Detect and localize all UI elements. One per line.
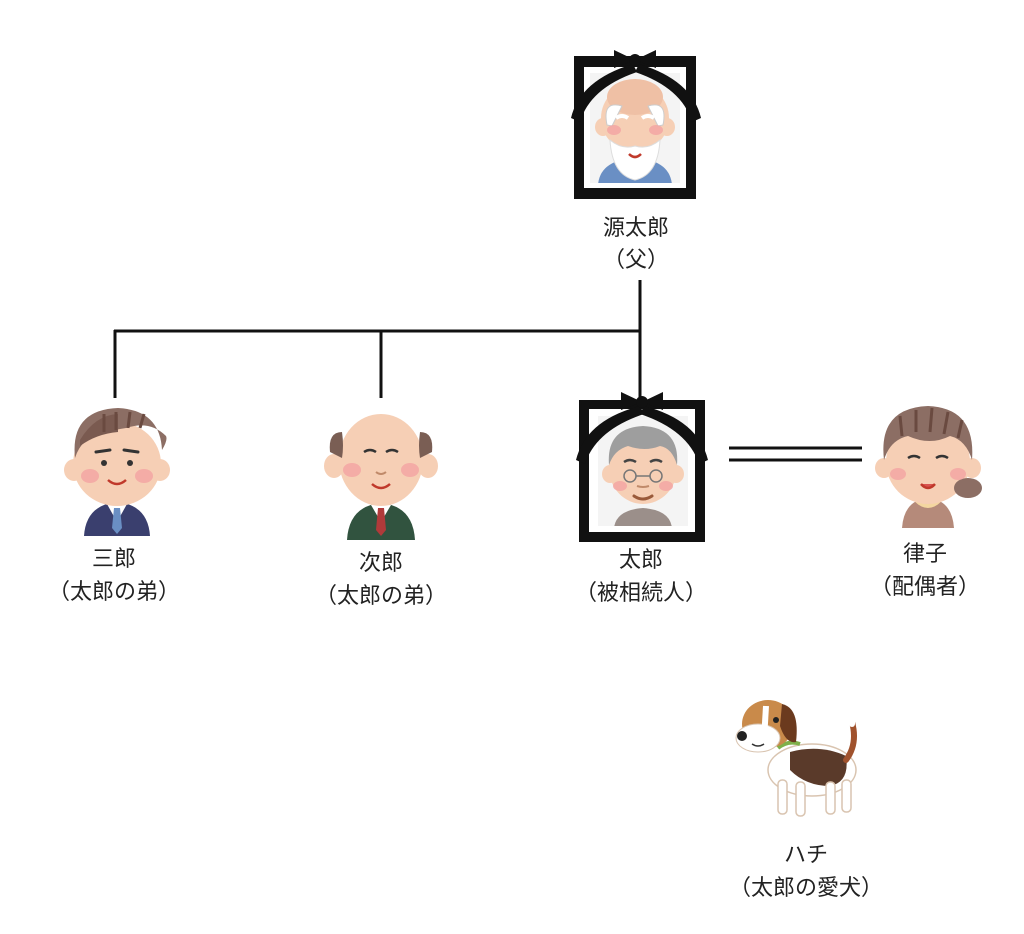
label-father: 源太郎 （父） [603, 216, 669, 273]
taro-role: （被相続人） [575, 581, 707, 606]
saburo-illustration [64, 408, 170, 536]
father-role: （父） [603, 248, 669, 273]
ritsuko-illustration [875, 406, 982, 528]
label-hachi: ハチ （太郎の愛犬） [729, 843, 883, 901]
label-saburo: 三郎 （太郎の弟） [48, 547, 180, 605]
father-memorial-portrait [571, 50, 701, 199]
father-name: 源太郎 [603, 216, 669, 241]
ritsuko-name: 律子 [903, 542, 947, 567]
hachi-role: （太郎の愛犬） [729, 876, 883, 901]
taro-name: 太郎 [619, 548, 663, 573]
hachi-name: ハチ [784, 843, 828, 868]
jiro-role: （太郎の弟） [315, 584, 447, 609]
jiro-name: 次郎 [359, 551, 403, 576]
father-mourning-ribbon [571, 50, 701, 122]
ritsuko-role: （配偶者） [870, 575, 980, 600]
taro-mourning-ribbon [576, 392, 708, 464]
connector-lines [113, 280, 642, 400]
hachi-dog-illustration [735, 700, 857, 817]
marriage-double-line [729, 446, 862, 462]
label-ritsuko: 律子 （配偶者） [870, 542, 980, 600]
saburo-role: （太郎の弟） [48, 580, 180, 605]
saburo-name: 三郎 [92, 547, 136, 572]
taro-memorial-portrait [576, 392, 708, 542]
label-jiro: 次郎 （太郎の弟） [315, 551, 447, 609]
jiro-illustration [324, 414, 438, 540]
label-taro: 太郎 （被相続人） [575, 548, 707, 606]
